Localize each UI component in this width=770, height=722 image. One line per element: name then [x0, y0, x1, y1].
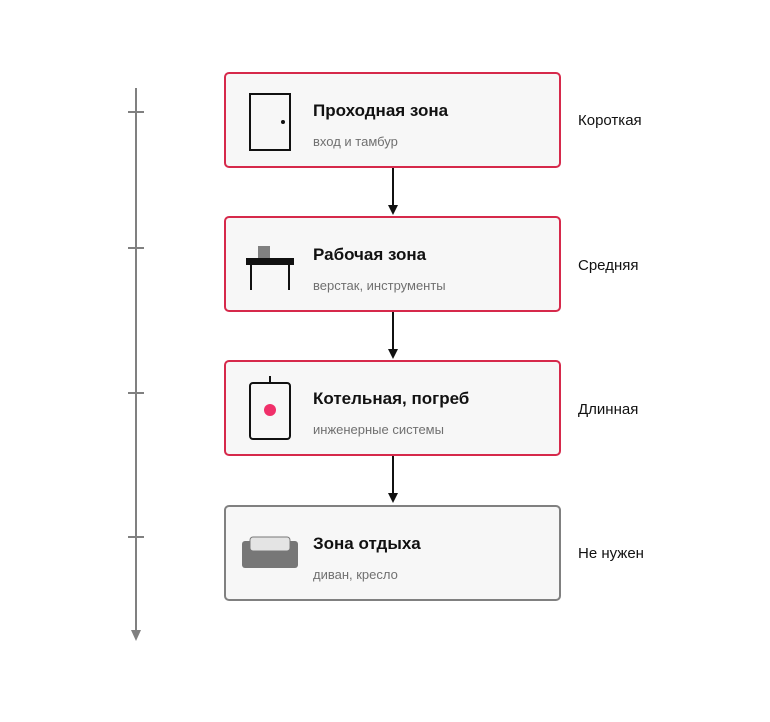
- zone-subtitle: диван, кресло: [313, 567, 398, 582]
- zone-card-entry: Проходная зона вход и тамбур: [224, 72, 561, 168]
- zone-card-boiler: Котельная, погреб инженерные системы: [224, 360, 561, 456]
- zone-title: Проходная зона: [313, 101, 449, 120]
- zone-label: Короткая: [578, 112, 642, 129]
- boiler-icon: [249, 376, 291, 440]
- door-icon: [249, 93, 291, 151]
- zone-card-rest: Зона отдыха диван, кресло: [224, 505, 561, 601]
- connector-arrowhead: [388, 205, 398, 215]
- zone-subtitle: верстак, инструменты: [313, 278, 446, 293]
- zone-title: Рабочая зона: [313, 245, 427, 264]
- connector-line: [392, 312, 394, 350]
- sofa-icon: [242, 536, 298, 568]
- zone-label: Не нужен: [578, 545, 644, 562]
- zone-title: Котельная, погреб: [313, 389, 470, 408]
- connector-arrowhead: [388, 349, 398, 359]
- connector-line: [392, 456, 394, 494]
- zone-label: Длинная: [578, 401, 639, 418]
- zone-subtitle: вход и тамбур: [313, 134, 398, 149]
- connector-arrowhead: [388, 493, 398, 503]
- axis-arrowhead: [131, 630, 141, 641]
- axis-tick: [128, 111, 144, 113]
- zone-label: Средняя: [578, 257, 639, 274]
- vertical-axis: [135, 88, 137, 634]
- zone-title: Зона отдыха: [313, 534, 421, 553]
- workbench-icon: [246, 246, 294, 290]
- axis-tick: [128, 392, 144, 394]
- axis-tick: [128, 536, 144, 538]
- axis-tick: [128, 247, 144, 249]
- zone-subtitle: инженерные системы: [313, 422, 444, 437]
- connector-line: [392, 168, 394, 206]
- zone-card-work: Рабочая зона верстак, инструменты: [224, 216, 561, 312]
